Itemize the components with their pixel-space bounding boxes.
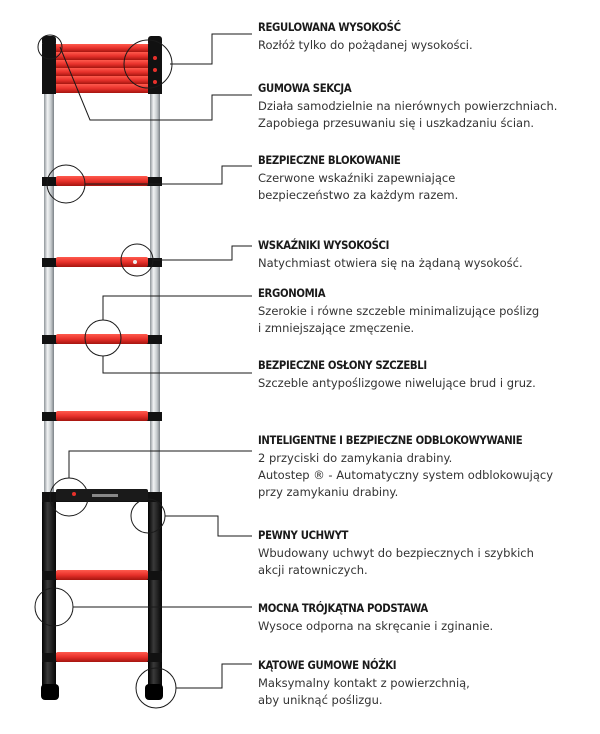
feature-adjustable-height: REGULOWANA WYSOKOŚĆ Rozłóż tylko do pożą… bbox=[258, 20, 598, 54]
left-rubber-foot bbox=[41, 684, 59, 700]
feature-title: MOCNA TRÓJKĄTNA PODSTAWA bbox=[258, 601, 428, 615]
feature-description: Wysoce odporna na skręcanie i zginanie. bbox=[258, 619, 494, 633]
feature-triangular-base: MOCNA TRÓJKĄTNA PODSTAWA Wysoce odporna … bbox=[258, 601, 598, 635]
feature-height-indicators: WSKAŹNIKI WYSOKOŚCI Natychmiast otwiera … bbox=[258, 238, 598, 272]
feature-angled-rubber-feet: KĄTOWE GUMOWE NÓŻKI Maksymalny kontakt z… bbox=[258, 658, 598, 709]
rung-3 bbox=[42, 334, 162, 344]
leader-line-7 bbox=[68, 450, 252, 478]
leader-line-4 bbox=[153, 245, 252, 261]
feature-title: WSKAŹNIKI WYSOKOŚCI bbox=[258, 238, 389, 252]
feature-description: Maksymalny kontakt z powierzchnią, aby u… bbox=[258, 676, 470, 707]
right-rubber-foot bbox=[145, 684, 163, 700]
feature-safe-locking: BEZPIECZNE BLOKOWANIE Czerwone wskaźniki… bbox=[258, 153, 598, 204]
leader-line-3 bbox=[85, 165, 252, 185]
leader-line-5b bbox=[102, 356, 252, 374]
feature-title: BEZPIECZNE BLOKOWANIE bbox=[258, 153, 401, 167]
feature-ergonomics: ERGONOMIA Szerokie i równe szczeble mini… bbox=[258, 286, 598, 337]
ladder bbox=[41, 36, 163, 700]
feature-description: Wbudowany uchwyt do bezpiecznych i szybk… bbox=[258, 546, 534, 577]
feature-title: GUMOWA SEKCJA bbox=[258, 81, 352, 95]
left-top-cap bbox=[42, 36, 56, 46]
leader-line-5a bbox=[102, 295, 252, 320]
feature-description: Szczeble antypoślizgowe niwelujące brud … bbox=[258, 376, 536, 390]
feature-rubber-section: GUMOWA SEKCJA Działa samodzielnie na nie… bbox=[258, 81, 598, 132]
feature-secure-grip: PEWNY UCHWYT Wbudowany uchwyt do bezpiec… bbox=[258, 528, 598, 579]
leader-line-2 bbox=[59, 46, 252, 121]
rung-7 bbox=[42, 652, 162, 662]
right-rail-black bbox=[148, 495, 162, 690]
feature-title: REGULOWANA WYSOKOŚĆ bbox=[258, 20, 401, 34]
rung-6 bbox=[42, 570, 162, 580]
feature-title: BEZPIECZNE OSŁONY SZCZEBLI bbox=[258, 358, 427, 372]
callout-circle-1a bbox=[37, 34, 63, 60]
rung-4 bbox=[42, 411, 162, 421]
feature-title: PEWNY UCHWYT bbox=[258, 528, 349, 542]
leader-line-8 bbox=[165, 515, 252, 537]
leader-line-10 bbox=[176, 663, 252, 689]
feature-description: Szerokie i równe szczeble minimalizujące… bbox=[258, 304, 540, 335]
stacked-rungs bbox=[42, 44, 162, 94]
feature-title: KĄTOWE GUMOWE NÓŻKI bbox=[258, 658, 397, 672]
rung-2 bbox=[42, 257, 162, 267]
leader-line-1 bbox=[170, 33, 252, 65]
feature-rung-guards: BEZPIECZNE OSŁONY SZCZEBLI Szczeble anty… bbox=[258, 358, 598, 392]
feature-description: Natychmiast otwiera się na żądaną wysoko… bbox=[258, 256, 523, 270]
feature-title: INTELIGENTNE I BEZPIECZNE ODBLOKOWYWANIE bbox=[258, 433, 523, 447]
rung-5-unlock bbox=[42, 489, 162, 502]
left-rail-silver bbox=[44, 40, 54, 495]
feature-description: Działa samodzielnie na nierównych powier… bbox=[258, 99, 558, 130]
left-rail-black bbox=[42, 495, 56, 690]
feature-description: Czerwone wskaźniki zapewniające bezpiecz… bbox=[258, 171, 459, 202]
feature-description: Rozłóż tylko do pożądanej wysokości. bbox=[258, 38, 473, 52]
feature-description: 2 przyciski do zamykania drabiny. Autost… bbox=[258, 451, 554, 499]
feature-title: ERGONOMIA bbox=[258, 286, 326, 300]
feature-smart-unlocking: INTELIGENTNE I BEZPIECZNE ODBLOKOWYWANIE… bbox=[258, 433, 598, 501]
right-rail-silver bbox=[150, 40, 160, 495]
callouts bbox=[34, 33, 252, 709]
